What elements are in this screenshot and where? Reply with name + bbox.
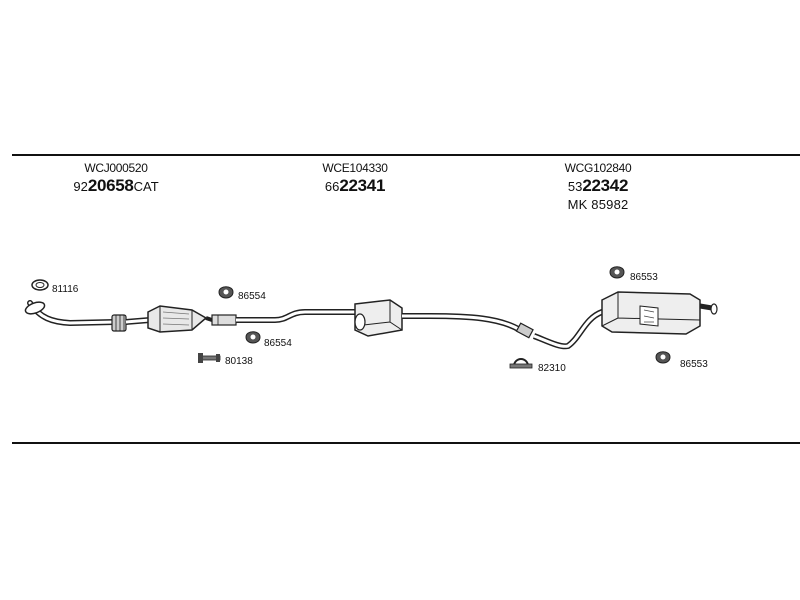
middle-pipe <box>211 309 358 326</box>
label-81116: 81116 <box>52 284 79 295</box>
part-number-prefix: 53 <box>567 179 583 194</box>
label-82310: 82310 <box>538 363 566 374</box>
front-pipe <box>24 300 151 332</box>
label-86553-lower: 86553 <box>680 359 708 370</box>
rubber-mount-icon <box>245 331 261 344</box>
clamp-icon <box>509 358 533 369</box>
kit-code: WCG102840 <box>564 161 632 175</box>
top-divider-line <box>12 154 800 156</box>
part-number-main: 22342 <box>582 176 629 195</box>
part-number-main: 22341 <box>339 176 386 195</box>
kit-code: WCJ000520 <box>84 161 148 175</box>
kit-rear-section: WCG102840 5322342 MK 85982 <box>508 162 688 211</box>
part-number-prefix: 92 <box>73 179 88 194</box>
bolt-icon <box>198 353 221 363</box>
mounting-kit-number: MK 85982 <box>567 197 629 212</box>
label-86553-upper: 86553 <box>630 272 658 283</box>
center-silencer <box>354 299 522 337</box>
bottom-divider-line <box>12 442 800 444</box>
part-number-main: 20658 <box>87 176 134 195</box>
kit-code: WCE104330 <box>322 161 388 175</box>
part-number: 5322342 <box>508 177 688 194</box>
gasket-icon <box>31 279 49 291</box>
label-86554-lower: 86554 <box>264 338 292 349</box>
label-80138: 80138 <box>225 356 253 367</box>
kit-middle-section: WCE104330 6622341 <box>265 162 445 194</box>
rear-pipe <box>515 308 613 350</box>
label-86554-upper: 86554 <box>238 291 266 302</box>
catalytic-converter <box>147 305 213 333</box>
part-number-suffix: CAT <box>133 179 159 194</box>
part-number: 9220658CAT <box>26 177 206 194</box>
kit-front-section: WCJ000520 9220658CAT <box>26 162 206 194</box>
part-number: 6622341 <box>265 177 445 194</box>
rubber-mount-icon <box>655 351 671 364</box>
rear-silencer <box>601 291 718 335</box>
part-number-prefix: 66 <box>324 179 340 194</box>
rubber-mount-icon <box>218 286 234 299</box>
rubber-mount-icon <box>609 266 625 279</box>
